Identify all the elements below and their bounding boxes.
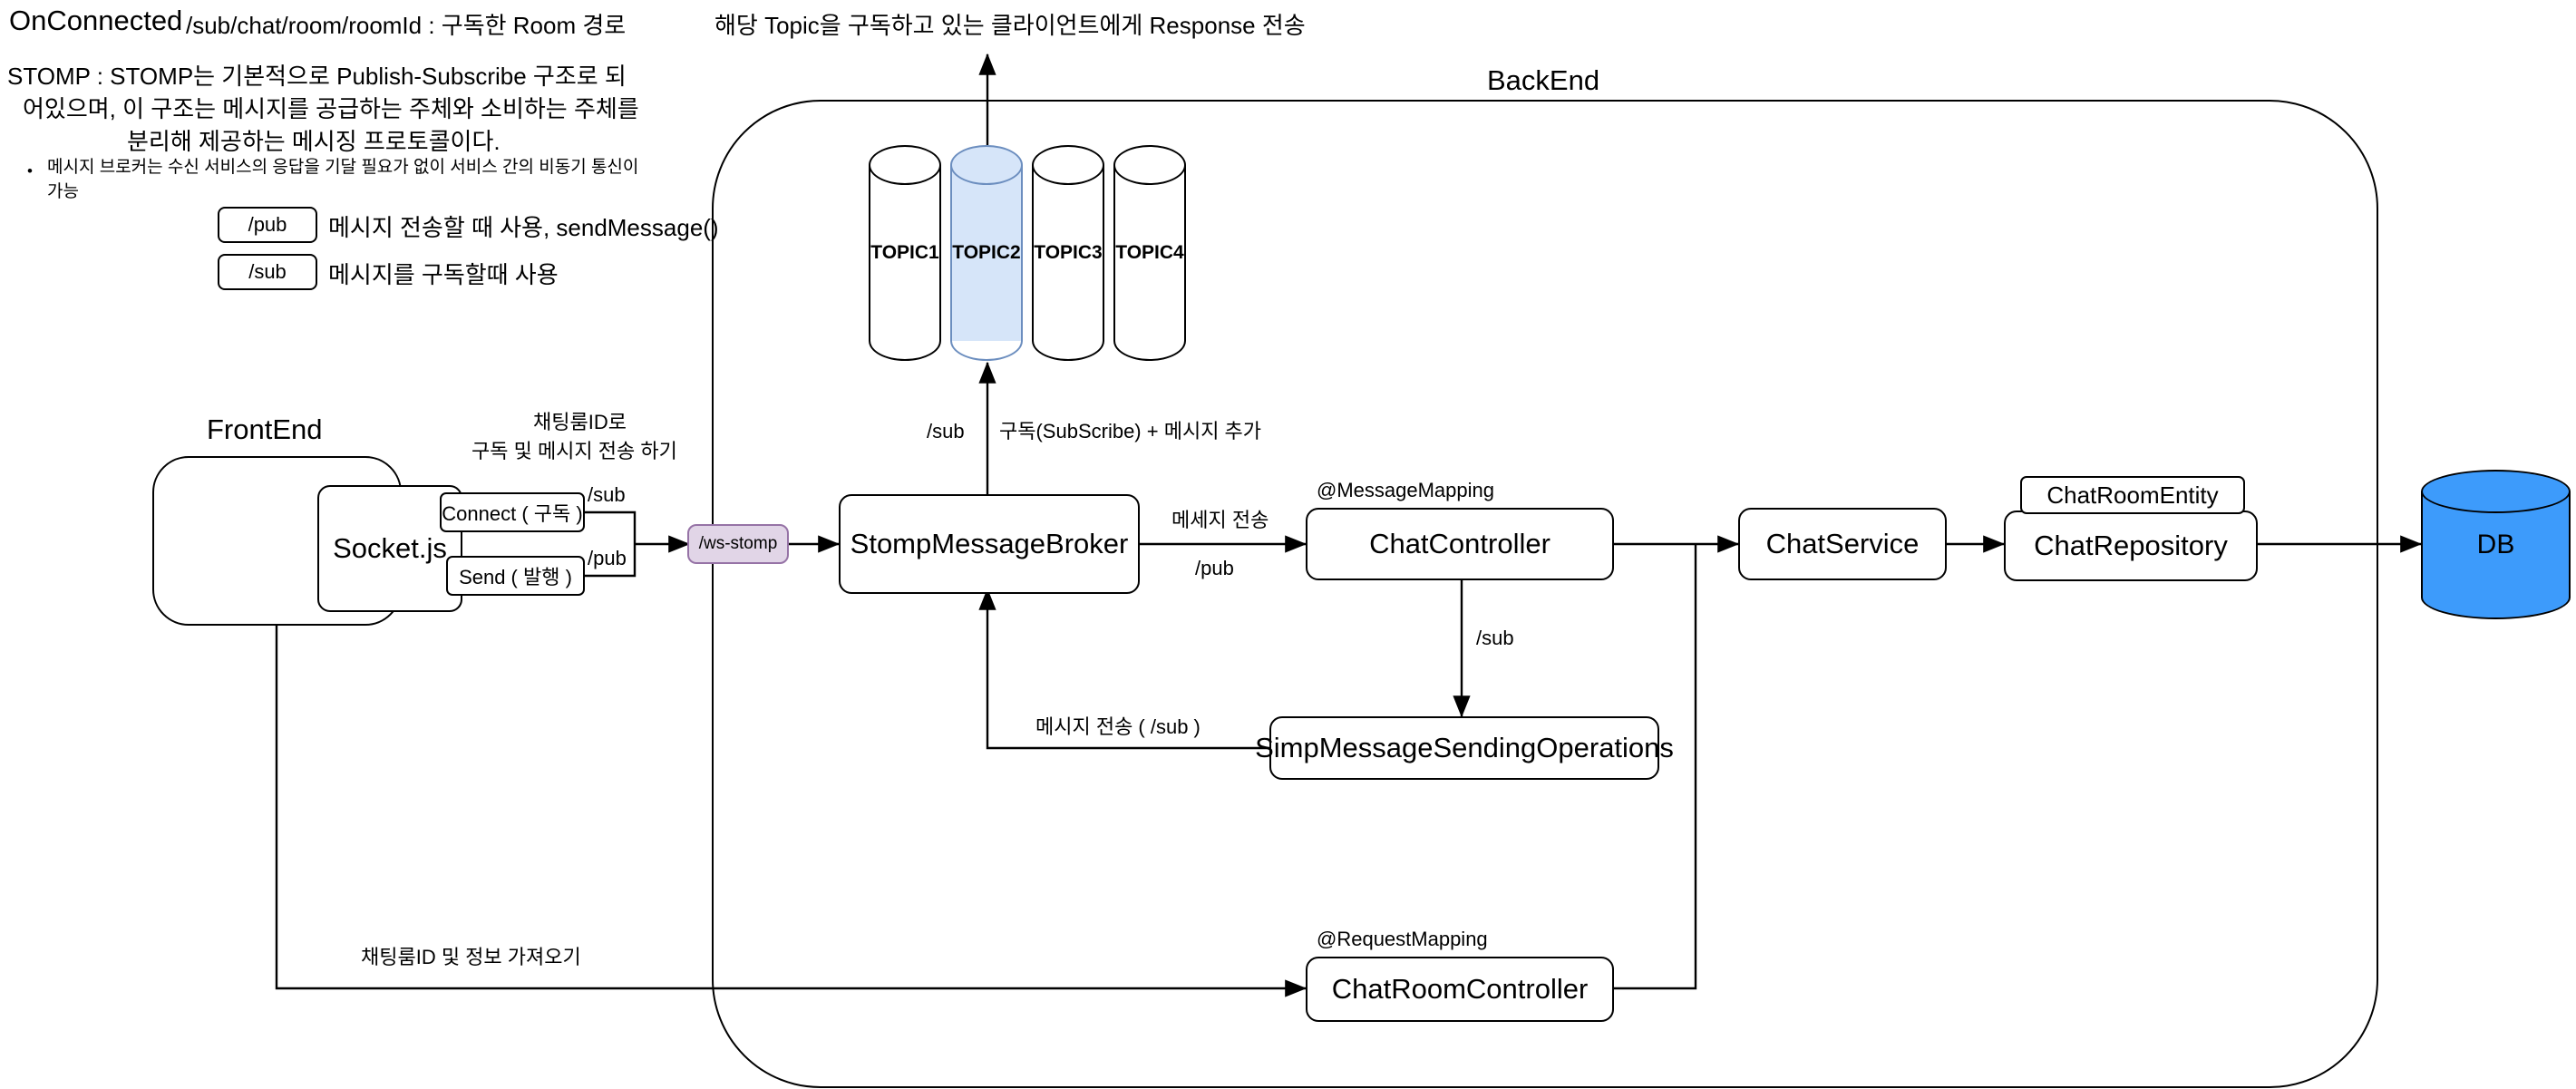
bullet-marker: •: [27, 162, 33, 180]
socketjs-node[interactable]: Socket.js: [317, 485, 462, 612]
label-request-mapping: @RequestMapping: [1317, 928, 1488, 950]
chatservice-node[interactable]: ChatService: [1738, 508, 1947, 580]
note-bullet-line1: 메시지 브로커는 수신 서비스의 응답을 기달 필요가 없이 서비스 간의 비동…: [47, 158, 639, 177]
database-cylinder[interactable]: DB: [2421, 470, 2571, 619]
topic-top: [1032, 145, 1104, 185]
label-controller-sub: /sub: [1476, 627, 1514, 649]
frontend-title: FrontEnd: [207, 413, 323, 445]
label-broker-to-controller-top: 메세지 전송: [1171, 509, 1269, 531]
note-sub-path: /sub/chat/room/roomId : 구독한 Room 경로: [186, 12, 627, 39]
connect-node[interactable]: Connect ( 구독 ): [440, 492, 585, 532]
topic-body: [869, 165, 941, 341]
legend-sub-desc: 메시지를 구독할때 사용: [328, 261, 559, 288]
stompmessagebroker-node[interactable]: StompMessageBroker: [839, 494, 1140, 594]
label-front-to-back-2: 구독 및 메시지 전송 하기: [471, 440, 677, 462]
label-simp-to-broker: 메시지 전송 ( /sub ): [1035, 715, 1201, 738]
label-room-info-fetch: 채팅룸ID 및 정보 가져오기: [361, 946, 581, 968]
topic-cylinder-4[interactable]: TOPIC4: [1113, 145, 1186, 361]
db-top: [2421, 470, 2571, 513]
note-response: 해당 Topic을 구독하고 있는 클라이언트에게 Response 전송: [714, 12, 1306, 39]
note-stomp-line3: 분리해 제공하는 메시징 프로토콜이다.: [127, 128, 501, 155]
legend-pub-chip: /pub: [218, 207, 317, 243]
wire-connect-sub: [582, 510, 637, 544]
label-broker-sub: /sub: [927, 420, 965, 442]
chatcontroller-node[interactable]: ChatController: [1306, 508, 1614, 580]
topic-label: TOPIC1: [870, 242, 939, 263]
label-socket-sub: /sub: [588, 483, 626, 506]
topic-cylinder-3[interactable]: TOPIC3: [1032, 145, 1104, 361]
label-subscribe-note: 구독(SubScribe) + 메시지 추가: [999, 420, 1262, 442]
topic-top: [1113, 145, 1186, 185]
ws-stomp-endpoint[interactable]: /ws-stomp: [687, 524, 789, 564]
db-label: DB: [2476, 529, 2515, 559]
note-stomp-line1: STOMP : STOMP는 기본적으로 Publish-Subscribe 구…: [7, 63, 627, 90]
backend-group: [712, 100, 2378, 1088]
topic-top: [950, 145, 1023, 185]
topic-cylinder-1[interactable]: TOPIC1: [869, 145, 941, 361]
topic-label: TOPIC3: [1034, 242, 1103, 263]
chatroomcontroller-node[interactable]: ChatRoomController: [1306, 957, 1614, 1022]
topic-body: [1113, 165, 1186, 341]
legend-pub-desc: 메시지 전송할 때 사용, sendMessage(): [328, 214, 719, 241]
note-bullet-line2: 가능: [47, 182, 79, 201]
legend-sub-chip: /sub: [218, 254, 317, 290]
topic-top: [869, 145, 941, 185]
backend-title: BackEnd: [1487, 64, 1600, 96]
topic-cylinder-2[interactable]: TOPIC2: [950, 145, 1023, 361]
label-socket-pub: /pub: [588, 547, 627, 569]
topic-body: [1032, 165, 1104, 341]
note-on-connected: OnConnected: [9, 5, 183, 36]
label-message-mapping: @MessageMapping: [1317, 479, 1494, 501]
simpmessagesendingoperations-node[interactable]: SimpMessageSendingOperations: [1255, 716, 1674, 780]
label-broker-to-controller-bottom: /pub: [1195, 557, 1234, 579]
note-stomp-line2: 어있으며, 이 구조는 메시지를 공급하는 주체와 소비하는 주체를: [23, 95, 639, 122]
topic-label: TOPIC2: [952, 242, 1021, 263]
send-node[interactable]: Send ( 발행 ): [446, 556, 585, 596]
chatrepository-node[interactable]: ChatRepository: [2004, 510, 2258, 581]
label-front-to-back-1: 채팅룸ID로: [533, 411, 627, 433]
topic-body: [950, 165, 1023, 341]
chatroomentity-node[interactable]: ChatRoomEntity: [2020, 476, 2245, 514]
topic-label: TOPIC4: [1115, 242, 1184, 263]
